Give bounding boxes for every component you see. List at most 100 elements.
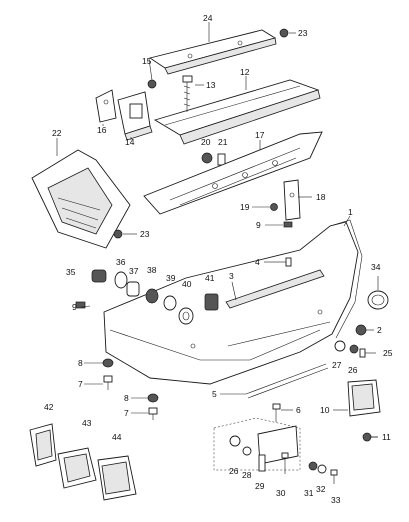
callout-12: 12 — [240, 67, 250, 77]
part-19-screw — [270, 203, 278, 211]
part-37-holder — [126, 281, 140, 297]
part-15-screw — [147, 79, 157, 89]
part-13-bolt — [182, 75, 193, 112]
part-2-nut — [355, 324, 367, 336]
part-27-washer — [334, 340, 346, 352]
callout-23-top: 23 — [298, 28, 308, 38]
part-28-washer — [242, 446, 252, 456]
part-35-sensor — [91, 269, 107, 283]
part-23-nut-duct — [113, 229, 123, 239]
callout-23-duct: 23 — [140, 229, 150, 239]
part-26-washer-lower — [229, 435, 241, 447]
part-8-nut-left — [102, 358, 114, 368]
callout-43: 43 — [82, 418, 92, 428]
part-31-nut — [308, 461, 318, 471]
part-39-spacer — [163, 295, 177, 311]
callout-40: 40 — [182, 279, 192, 289]
part-40-grommet — [178, 307, 194, 325]
callout-7-lower: 7 — [124, 408, 129, 418]
callout-1: 1 — [348, 207, 353, 217]
part-7-screw-left — [103, 375, 113, 390]
callout-27: 27 — [332, 360, 342, 370]
callout-24: 24 — [203, 13, 213, 23]
part-16-mount-plate — [95, 89, 117, 123]
callout-3: 3 — [229, 271, 234, 281]
callout-14: 14 — [125, 137, 135, 147]
callout-30: 30 — [276, 488, 286, 498]
callout-8-lower: 8 — [124, 393, 129, 403]
part-24-upper-bracket — [148, 29, 277, 75]
callout-7-left: 7 — [78, 379, 83, 389]
callout-37: 37 — [129, 266, 139, 276]
callout-32: 32 — [316, 484, 326, 494]
part-34-cap — [367, 290, 389, 310]
part-42-cover — [29, 423, 57, 467]
callout-29: 29 — [255, 481, 265, 491]
part-41-clip — [204, 293, 219, 311]
callout-21: 21 — [218, 137, 228, 147]
part-30-bolt — [281, 452, 289, 474]
leader-lines — [56, 22, 379, 438]
callout-labels: 24 23 15 13 12 16 14 22 20 21 17 18 19 2… — [44, 13, 393, 505]
callout-38: 38 — [147, 265, 157, 275]
callout-42: 42 — [44, 402, 54, 412]
callout-28: 28 — [242, 470, 252, 480]
part-22-air-duct — [31, 149, 131, 249]
part-44-housing-cover — [97, 455, 137, 501]
part-21-grommet — [217, 153, 226, 166]
callout-22: 22 — [52, 128, 62, 138]
callout-10: 10 — [320, 405, 330, 415]
part-36-sensor-ring — [114, 271, 128, 289]
callout-26-lower: 26 — [229, 466, 239, 476]
callout-20: 20 — [201, 137, 211, 147]
part-6-bolt — [272, 403, 281, 422]
callout-16: 16 — [97, 125, 107, 135]
part-14-hinge-bracket — [117, 91, 153, 141]
callout-15: 15 — [142, 56, 152, 66]
callout-9-left: 9 — [72, 302, 77, 312]
part-33-screw — [330, 469, 338, 484]
callout-36: 36 — [116, 257, 126, 267]
part-7-screw-lower — [148, 407, 158, 420]
part-9-clip-left — [75, 301, 86, 309]
callout-26-right: 26 — [348, 365, 358, 375]
callout-41: 41 — [205, 273, 215, 283]
part-17-energy-absorber — [143, 131, 323, 215]
callout-39: 39 — [166, 273, 176, 283]
callout-34: 34 — [371, 262, 381, 272]
part-5-grille-strip — [245, 363, 329, 399]
part-9-clip-upper — [283, 221, 293, 228]
part-26-nut — [349, 344, 359, 354]
part-29-bracket — [258, 454, 266, 472]
callout-13: 13 — [206, 80, 216, 90]
part-38-seal — [145, 288, 159, 304]
callout-2: 2 — [377, 325, 382, 335]
callout-18: 18 — [316, 192, 326, 202]
part-18-bracket — [283, 179, 301, 221]
part-12-impact-beam — [153, 79, 321, 145]
part-8-nut-lower — [147, 393, 159, 403]
part-3-license-trim — [225, 269, 325, 309]
callout-6: 6 — [296, 405, 301, 415]
mounting-bracket-assembly — [213, 417, 301, 471]
callout-25: 25 — [383, 348, 393, 358]
callout-5: 5 — [212, 389, 217, 399]
callout-4: 4 — [255, 257, 260, 267]
part-32-washer — [317, 464, 327, 474]
callout-44: 44 — [112, 432, 122, 442]
callout-19: 19 — [240, 202, 250, 212]
callout-35: 35 — [66, 267, 76, 277]
part-4-stud — [276, 257, 292, 267]
part-43-housing — [57, 447, 97, 489]
part-23-nut-top — [279, 28, 289, 38]
callout-11: 11 — [382, 432, 391, 442]
callout-33: 33 — [331, 495, 341, 505]
part-20-cap — [201, 152, 213, 164]
part-10-end-cap — [347, 379, 381, 417]
callout-17: 17 — [255, 130, 265, 140]
callout-9-upper: 9 — [256, 220, 261, 230]
callout-8-left: 8 — [78, 358, 83, 368]
part-25-bolt — [359, 348, 376, 358]
